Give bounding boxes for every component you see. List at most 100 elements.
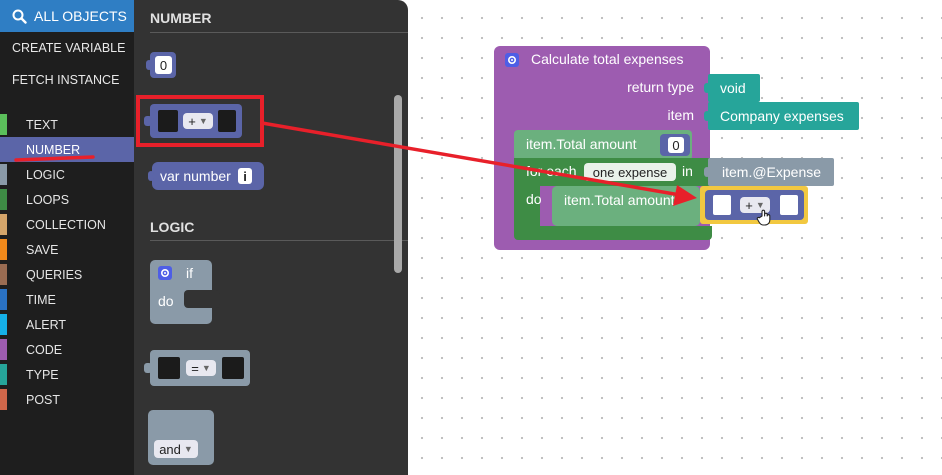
operator-label: + [188, 113, 196, 129]
var-number-label: var number [160, 168, 231, 184]
category-code[interactable]: CODE [0, 337, 134, 362]
gear-icon[interactable] [505, 53, 519, 67]
info-badge[interactable]: i [238, 168, 252, 184]
category-swatch [0, 214, 7, 235]
category-swatch [0, 314, 7, 335]
category-queries[interactable]: QUERIES [0, 262, 134, 287]
section-divider [150, 32, 408, 33]
operator-label: = [191, 360, 199, 376]
return-type-label: return type [627, 79, 694, 95]
number-block[interactable]: 0 [146, 52, 176, 78]
category-alert[interactable]: ALERT [0, 312, 134, 337]
all-objects-button[interactable]: ALL OBJECTS [0, 0, 134, 32]
collection-block[interactable]: item.@Expense [704, 158, 834, 186]
item-label: item [667, 107, 694, 123]
category-label: ALERT [26, 317, 67, 332]
output-tab [144, 363, 152, 373]
hand-cursor-icon [756, 209, 771, 226]
category-swatch [0, 189, 7, 210]
workspace-canvas[interactable]: Calculate total expenses return type ite… [408, 0, 942, 475]
var-number-block[interactable]: var number i [148, 162, 268, 190]
arithmetic-block[interactable]: +▼ [144, 104, 244, 138]
category-label: TEXT [26, 117, 58, 132]
set-value-field[interactable]: 0 [668, 137, 684, 153]
category-label: LOOPS [26, 192, 70, 207]
inner-set-block[interactable]: item.Total amount [552, 186, 702, 226]
and-dropdown[interactable]: and▼ [154, 440, 198, 458]
category-save[interactable]: SAVE [0, 237, 134, 262]
category-collection[interactable]: COLLECTION [0, 212, 134, 237]
category-label: CODE [26, 342, 63, 357]
set-total-block[interactable]: item.Total amount 0 [514, 130, 694, 160]
in-label: in [682, 163, 693, 179]
fetch-instance-link[interactable]: FETCH INSTANCE [12, 73, 120, 87]
all-objects-label: ALL OBJECTS [34, 8, 127, 24]
operator-dropdown[interactable]: +▼ [740, 197, 770, 213]
category-number[interactable]: NUMBER [0, 137, 134, 162]
search-icon [12, 9, 27, 24]
dragged-arithmetic-block[interactable]: +▼ [696, 186, 808, 226]
category-time[interactable]: TIME [0, 287, 134, 312]
category-swatch [0, 114, 7, 135]
for-each-label: for each [526, 163, 577, 179]
left-input-slot[interactable] [713, 195, 731, 215]
category-list: TEXT NUMBER LOGIC LOOPS COLLECTION SAVE … [0, 112, 134, 412]
output-tab [144, 116, 152, 126]
compare-operator-dropdown[interactable]: =▼ [186, 360, 216, 376]
category-sidebar: ALL OBJECTS CREATE VARIABLE FETCH INSTAN… [0, 0, 134, 475]
inner-set-label: item.Total amount [564, 192, 675, 208]
category-label: SAVE [26, 242, 59, 257]
category-logic[interactable]: LOGIC [0, 162, 134, 187]
loop-footer [514, 226, 712, 240]
loop-variable-field[interactable]: one expense [584, 163, 676, 181]
category-label: POST [26, 392, 61, 407]
block-flyout: NUMBER 0 +▼ var number i LOGIC if do [134, 0, 408, 475]
output-tab [146, 60, 152, 70]
collection-block-body [708, 158, 834, 186]
gear-icon[interactable] [158, 266, 172, 280]
loop-variable: one expense [592, 164, 668, 180]
dropdown-arrow-icon: ▼ [198, 116, 208, 126]
category-label: NUMBER [26, 142, 81, 157]
logic-section-heading: LOGIC [150, 219, 195, 235]
collection-value: item.@Expense [722, 164, 822, 180]
if-block[interactable]: if do [150, 260, 220, 324]
category-label: COLLECTION [26, 217, 106, 232]
do-statement-slot[interactable] [184, 290, 220, 308]
right-input-slot[interactable] [218, 110, 236, 132]
number-value-field[interactable]: 0 [155, 56, 172, 74]
category-loops[interactable]: LOOPS [0, 187, 134, 212]
category-type[interactable]: TYPE [0, 362, 134, 387]
right-input-slot[interactable] [780, 195, 798, 215]
operator-label: + [745, 197, 753, 213]
left-input-slot[interactable] [158, 357, 180, 379]
category-swatch [0, 264, 7, 285]
dropdown-arrow-icon: ▼ [183, 444, 193, 454]
category-text[interactable]: TEXT [0, 112, 134, 137]
output-tab [704, 83, 710, 93]
if-label: if [186, 265, 193, 281]
category-swatch [0, 289, 7, 310]
item-value-block[interactable]: Company expenses [704, 102, 859, 130]
category-swatch [0, 389, 7, 410]
return-type-value: void [720, 80, 746, 96]
output-tab [704, 111, 710, 121]
category-label: TYPE [26, 367, 59, 382]
left-input-slot[interactable] [158, 110, 178, 132]
category-post[interactable]: POST [0, 387, 134, 412]
and-block[interactable]: and▼ [148, 410, 218, 465]
dropdown-arrow-icon: ▼ [755, 200, 765, 210]
compare-block[interactable]: =▼ [144, 350, 254, 386]
operator-dropdown[interactable]: +▼ [183, 113, 213, 129]
right-input-slot[interactable] [222, 357, 244, 379]
category-swatch [0, 164, 7, 185]
loop-do-label: do [526, 191, 542, 207]
create-variable-link[interactable]: CREATE VARIABLE [12, 41, 126, 55]
return-type-value-block[interactable]: void [704, 74, 760, 102]
flyout-scrollbar[interactable] [394, 95, 402, 273]
item-value: Company expenses [720, 108, 844, 124]
type-block-body [708, 102, 859, 130]
category-label: QUERIES [26, 267, 83, 282]
category-label: LOGIC [26, 167, 65, 182]
section-divider [150, 240, 408, 241]
